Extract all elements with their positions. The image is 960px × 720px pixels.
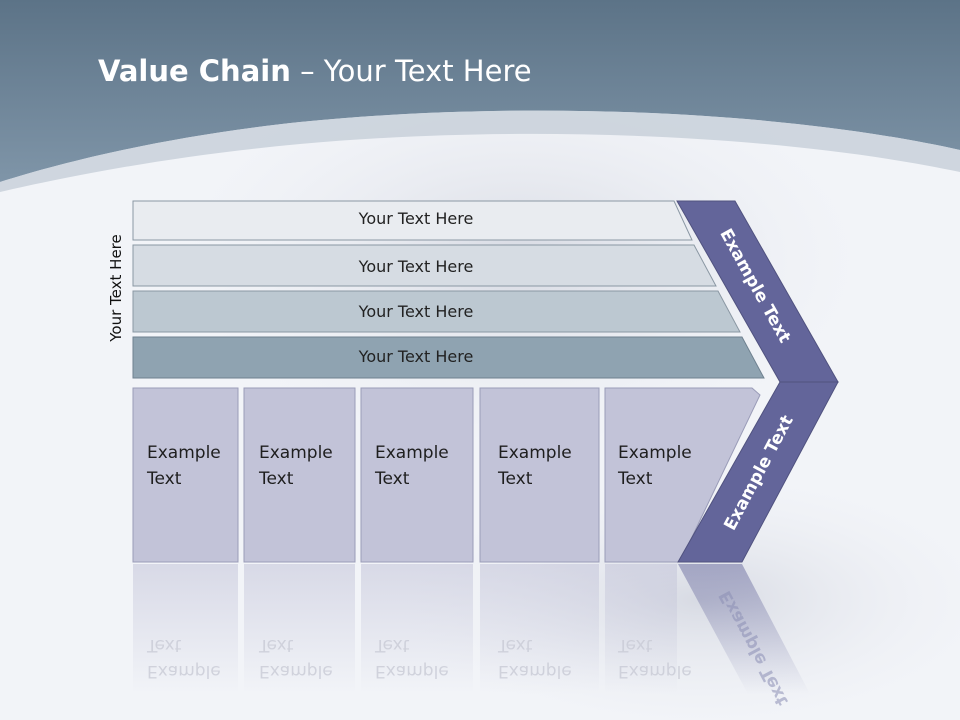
column-2-reflection-text: Example Text: [259, 632, 333, 684]
column-3-reflection-line1: Example: [375, 661, 449, 681]
column-1-reflection-line1: Example: [147, 661, 221, 681]
column-4-reflection-text: Example Text: [498, 632, 572, 684]
column-4-reflection-line1: Example: [498, 661, 572, 681]
column-3-line1: Example: [375, 443, 449, 463]
reflection-1: [133, 564, 238, 694]
column-5-reflection-line2: Text: [618, 635, 653, 655]
bar-3-label: Your Text Here: [358, 302, 474, 321]
column-5-line1: Example: [618, 443, 692, 463]
column-3: [360, 387, 474, 563]
column-4-reflection-line2: Text: [498, 635, 533, 655]
column-5-reflection-text: Example Text: [618, 632, 692, 684]
column-1: [132, 387, 239, 563]
bar-1: [132, 200, 693, 241]
column-2: [243, 387, 356, 563]
title-rest: – Your Text Here: [290, 54, 532, 88]
reflection-chevron: [678, 564, 810, 694]
column-3-reflection-text: Example Text: [375, 632, 449, 684]
reflection-2: [244, 564, 355, 694]
column-2-reflection-line1: Example: [259, 661, 333, 681]
chevron-lower: [677, 381, 839, 563]
column-1-reflection-text: Example Text: [147, 632, 221, 684]
title-bold: Value Chain: [98, 54, 291, 88]
reflection-3: [361, 564, 473, 694]
column-4-line2: Text: [498, 469, 533, 489]
column-2-line1: Example: [259, 443, 333, 463]
reflection-4: [480, 564, 599, 694]
column-2-reflection-line2: Text: [259, 635, 294, 655]
column-5-line2: Text: [618, 469, 653, 489]
column-1-line2: Text: [147, 469, 182, 489]
column-4-line1: Example: [498, 443, 572, 463]
bar-1-label: Your Text Here: [358, 209, 474, 228]
column-4: [479, 387, 600, 563]
column-5-reflection-line1: Example: [618, 661, 692, 681]
column-3-reflection-line2: Text: [375, 635, 410, 655]
bar-4-label: Your Text Here: [358, 347, 474, 366]
bar-3: [132, 290, 741, 333]
bar-4: [132, 336, 765, 379]
column-1-reflection-line2: Text: [147, 635, 182, 655]
bar-2-label: Your Text Here: [358, 257, 474, 276]
column-2-line2: Text: [259, 469, 294, 489]
bar-2: [132, 244, 717, 287]
slide-title: Value Chain – Your Text Here: [98, 54, 532, 88]
reflection-5: [605, 564, 677, 694]
column-3-line2: Text: [375, 469, 410, 489]
column-1-line1: Example: [147, 443, 221, 463]
column-5: [604, 387, 761, 563]
